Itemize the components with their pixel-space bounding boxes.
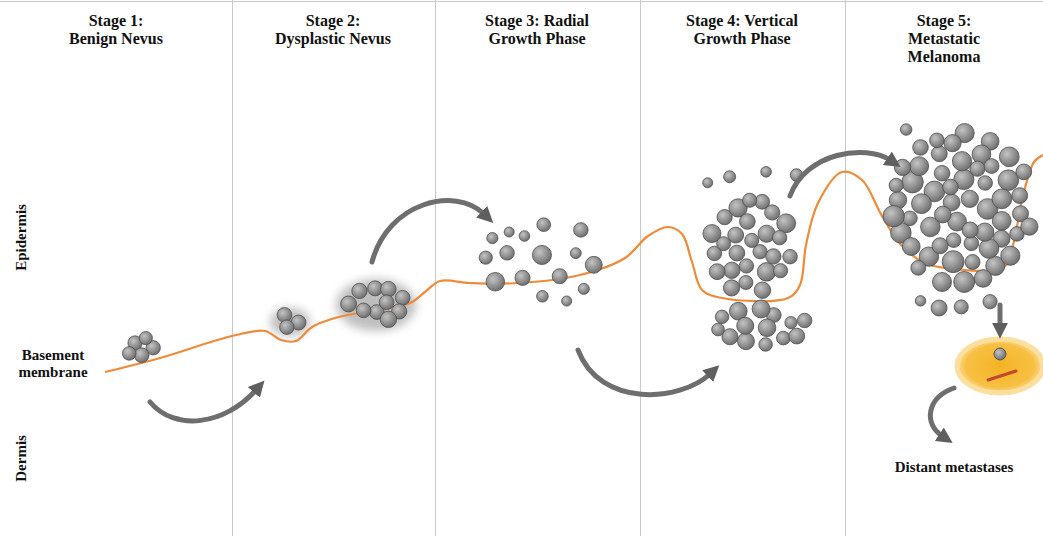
stage-heading: Stage 3: Radial Growth Phase xyxy=(485,12,589,48)
cluster-shadow xyxy=(270,279,416,336)
stage-heading: Stage 2: Dysplastic Nevus xyxy=(272,12,394,48)
stage-heading: Stage 1: Benign Nevus xyxy=(66,12,166,48)
basement-membrane-line xyxy=(105,155,1043,372)
metastasis-vessel xyxy=(957,339,1043,393)
metastasis-label: Distant metastases xyxy=(895,459,1014,476)
stage-heading: Stage 5: Metastatic Melanoma xyxy=(898,12,990,66)
stage-heading: Stage 4: Vertical Growth Phase xyxy=(685,12,799,48)
layer-label: Epidermis xyxy=(13,204,30,271)
progression-arrows xyxy=(150,152,1000,436)
melanocyte-cells xyxy=(122,123,1038,362)
layer-label: Basement membrane xyxy=(3,347,103,381)
layer-label: Dermis xyxy=(13,435,30,482)
